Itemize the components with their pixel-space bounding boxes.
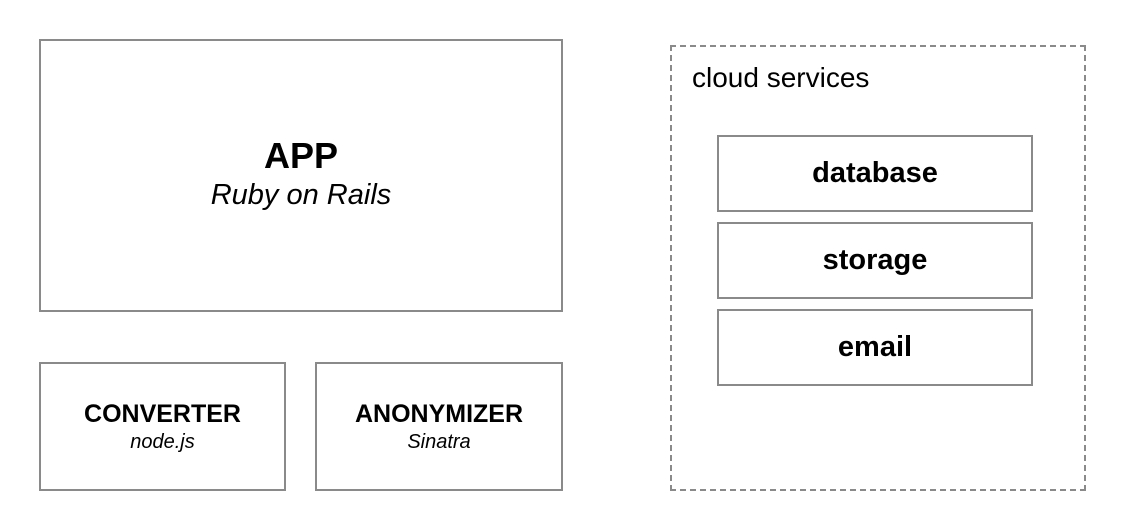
email-box: email bbox=[717, 309, 1033, 386]
app-subtitle: Ruby on Rails bbox=[210, 178, 392, 211]
storage-label: storage bbox=[822, 244, 928, 276]
anonymizer-box: ANONYMIZER Sinatra bbox=[315, 362, 563, 491]
cloud-services-label: cloud services bbox=[692, 62, 870, 93]
anonymizer-title: ANONYMIZER bbox=[354, 399, 524, 428]
storage-box: storage bbox=[717, 222, 1033, 299]
converter-title: CONVERTER bbox=[84, 399, 241, 428]
app-box: APP Ruby on Rails bbox=[39, 39, 563, 312]
app-title: APP bbox=[263, 134, 339, 176]
cloud-services-group: cloud services bbox=[670, 45, 1086, 491]
converter-subtitle: node.js bbox=[130, 430, 195, 453]
email-label: email bbox=[837, 331, 913, 363]
database-label: database bbox=[812, 157, 938, 189]
database-box: database bbox=[717, 135, 1033, 212]
anonymizer-subtitle: Sinatra bbox=[407, 430, 471, 453]
converter-box: CONVERTER node.js bbox=[39, 362, 286, 491]
